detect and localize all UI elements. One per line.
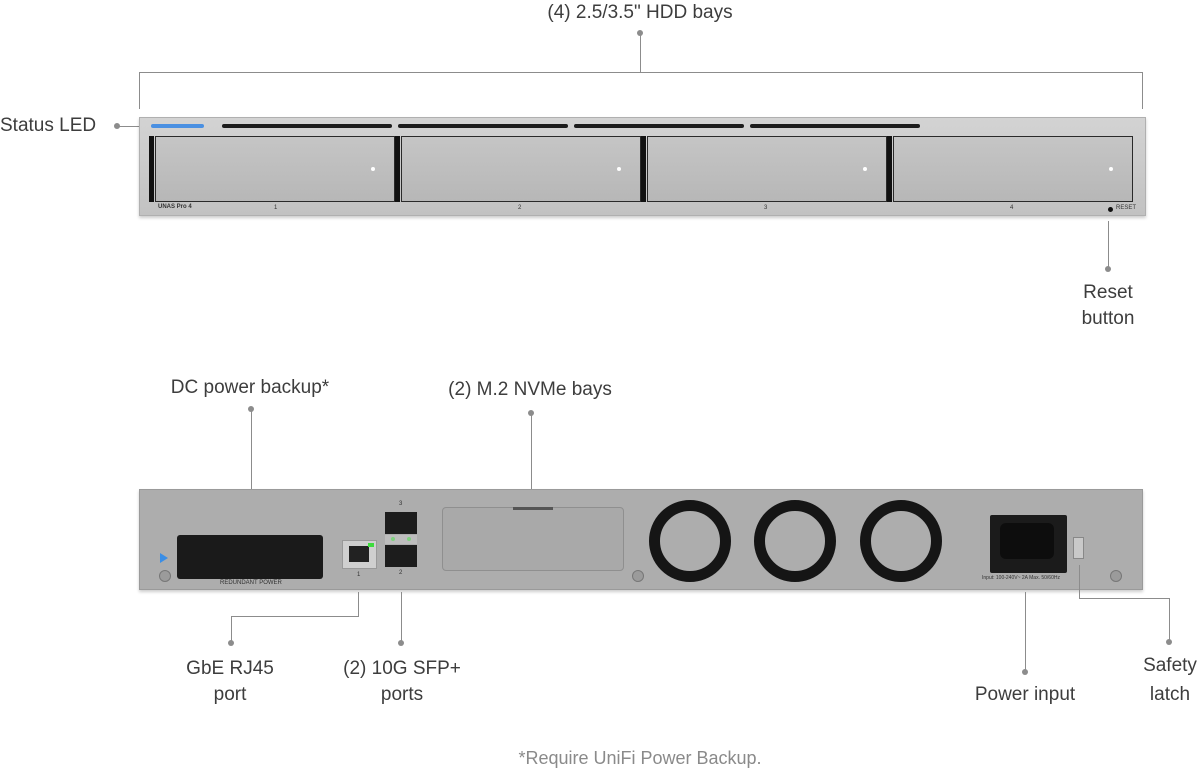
link-led [368, 543, 374, 547]
hdd-bracket-left [139, 72, 140, 109]
bay-indicator [863, 167, 867, 171]
hdd-bracket-line [139, 72, 1143, 73]
hdd-bay-2[interactable] [401, 136, 641, 202]
reset-callout-line1: Reset [1083, 282, 1133, 303]
reset-callout-line2: button [1081, 308, 1135, 329]
callout-dot [1105, 266, 1111, 272]
bay-number: 4 [1010, 205, 1014, 211]
front-panel: UNAS Pro 4 1 2 3 4 RESET [139, 117, 1146, 216]
sfp-number: 2 [399, 570, 403, 576]
screw-icon [159, 570, 171, 582]
iec-inlet [1000, 523, 1054, 559]
rj45-callout-line1: GbE RJ45 [186, 658, 274, 679]
screw-icon [632, 570, 644, 582]
safety-callout-line1: Safety [1143, 655, 1197, 676]
sfp-callout-line1: (2) 10G SFP+ [343, 658, 461, 679]
rear-panel: REDUNDANT POWER 1 3 2 Input: 100-240V~ 2… [139, 489, 1143, 590]
status-led-callout: Status LED [0, 115, 97, 136]
rj45-port[interactable] [342, 540, 377, 569]
rj45-callout-line2: port [213, 684, 247, 705]
bay-latch [887, 136, 892, 202]
power-input-callout: Power input [974, 684, 1076, 705]
bay-latch [149, 136, 154, 202]
callout-dot [1022, 669, 1028, 675]
callout-line [231, 616, 359, 617]
sfp-led [407, 537, 411, 541]
rj45-number: 1 [357, 572, 361, 578]
bay-indicator [617, 167, 621, 171]
safety-latch[interactable] [1073, 537, 1084, 559]
hdd-bays-callout: (4) 2.5/3.5" HDD bays [547, 2, 733, 23]
bay-indicator [371, 167, 375, 171]
m2-bays-callout: (2) M.2 NVMe bays [448, 379, 612, 400]
bay-slot-4 [750, 124, 920, 128]
bay-number: 1 [274, 205, 278, 211]
callout-dot [114, 123, 120, 129]
model-label: UNAS Pro 4 [158, 204, 192, 210]
callout-line [251, 409, 252, 489]
bay-number: 2 [518, 205, 522, 211]
callout-line [1108, 221, 1109, 268]
callout-dot [398, 640, 404, 646]
rj45-socket [349, 546, 369, 562]
callout-line [1169, 598, 1170, 640]
sfp-led-strip [385, 535, 417, 544]
hdd-bay-1[interactable] [155, 136, 395, 202]
callout-line [231, 616, 232, 641]
sfp-callout-line2: ports [380, 684, 424, 705]
m2-cover-tab [513, 507, 553, 510]
callout-line [531, 413, 532, 489]
fan-icon [860, 500, 942, 582]
m2-bay-cover[interactable] [442, 507, 624, 571]
callout-line [1079, 565, 1080, 599]
callout-line [1025, 592, 1026, 672]
fan-icon [754, 500, 836, 582]
status-led [151, 124, 204, 128]
power-led-icon [160, 553, 168, 563]
hdd-bay-3[interactable] [647, 136, 887, 202]
redundant-power-label: REDUNDANT POWER [220, 580, 282, 586]
sfp-port-3[interactable] [385, 512, 417, 534]
callout-line [1079, 598, 1170, 599]
bay-slot-3 [574, 124, 744, 128]
bay-indicator [1109, 167, 1113, 171]
footnote: *Require UniFi Power Backup. [518, 748, 762, 768]
sfp-led [391, 537, 395, 541]
sfp-port-2[interactable] [385, 545, 417, 567]
bay-latch [641, 136, 646, 202]
fan-icon [649, 500, 731, 582]
callout-line [401, 592, 402, 642]
power-input-socket[interactable] [990, 515, 1067, 573]
reset-button[interactable] [1108, 207, 1113, 212]
callout-line [640, 33, 641, 73]
hdd-bay-4[interactable] [893, 136, 1133, 202]
power-rating-label: Input: 100-240V~ 2A Max. 50/60Hz [982, 575, 1060, 581]
safety-callout-line2: latch [1149, 684, 1191, 705]
dc-power-callout: DC power backup* [170, 377, 330, 398]
sfp-number: 3 [399, 501, 403, 507]
bay-slot-1 [222, 124, 392, 128]
screw-icon [1110, 570, 1122, 582]
callout-dot [1166, 639, 1172, 645]
callout-line [118, 126, 140, 127]
callout-dot [228, 640, 234, 646]
bay-latch [395, 136, 400, 202]
bay-number: 3 [764, 205, 768, 211]
bay-slot-2 [398, 124, 568, 128]
hdd-bracket-right [1142, 72, 1143, 109]
reset-text: RESET [1116, 205, 1137, 211]
dc-power-connector[interactable] [177, 535, 323, 579]
callout-line [358, 592, 359, 617]
